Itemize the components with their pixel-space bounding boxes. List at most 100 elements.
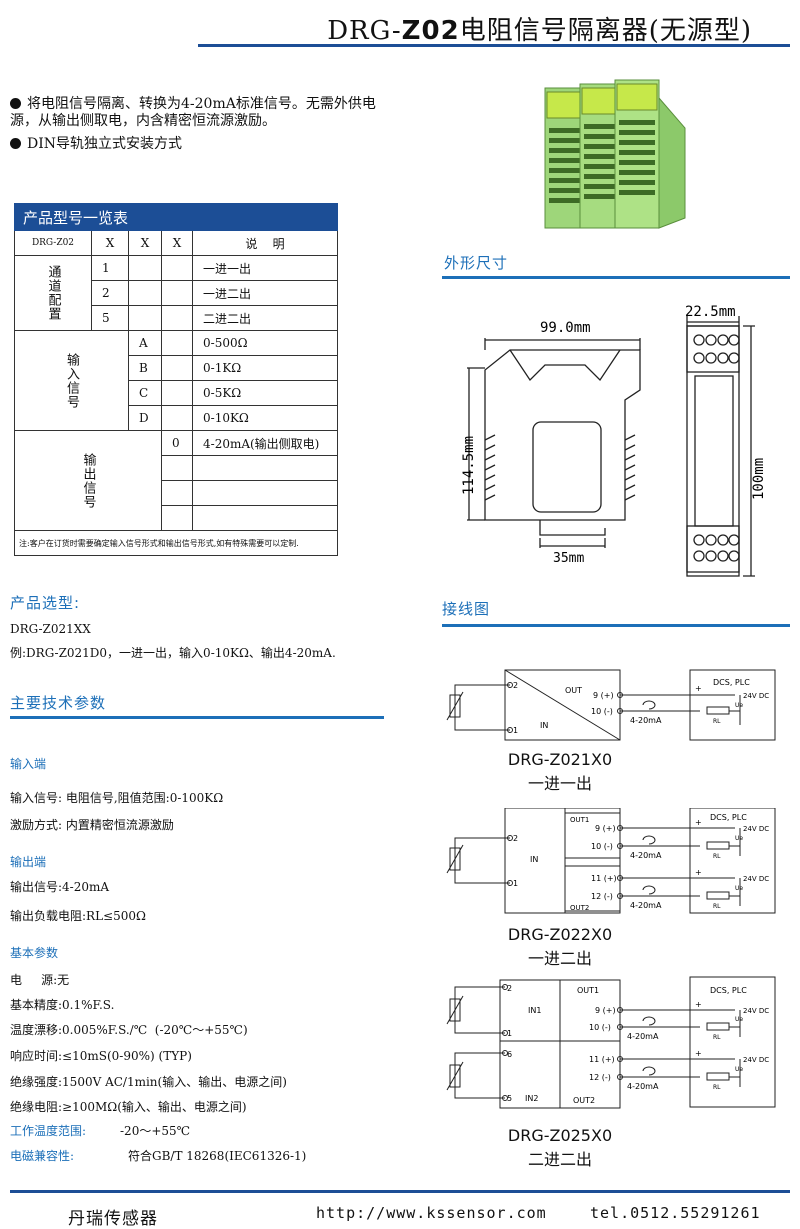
front-view bbox=[467, 338, 641, 548]
input-desc: 0-5KΩ bbox=[192, 380, 338, 406]
footer-line bbox=[10, 1190, 790, 1193]
v24-label: 24V DC bbox=[743, 825, 769, 833]
terminal-6: 6 bbox=[507, 1050, 512, 1059]
in1-label: IN1 bbox=[528, 1006, 541, 1015]
terminal-9: 9 (+) bbox=[595, 1006, 616, 1015]
in-label: IN bbox=[540, 721, 548, 730]
intro-section: 将电阻信号隔离、转换为4-20mA标准信号。无需外供电源，从输出侧取电，内含精密… bbox=[10, 96, 390, 159]
table-x: X bbox=[91, 230, 129, 256]
ue-label: Ue bbox=[735, 835, 743, 842]
out2-label: OUT2 bbox=[570, 904, 589, 912]
channel-label: 通道配置 bbox=[45, 265, 61, 321]
selection-model: DRG-Z021XX bbox=[10, 622, 91, 636]
ue-label: Ue bbox=[735, 1016, 743, 1023]
ue-label: Ue bbox=[735, 885, 743, 892]
diagram-3-desc: 二进二出 bbox=[527, 1150, 592, 1169]
ue-label: Ue bbox=[735, 702, 743, 709]
diagram-2-desc: 一进二出 bbox=[527, 949, 592, 968]
terminal-9: 9 (+) bbox=[593, 691, 614, 700]
spec-isolation: 绝缘强度:1500V AC/1min(输入、输出、电源之间) bbox=[10, 1075, 287, 1089]
out2-label: OUT2 bbox=[573, 1096, 595, 1105]
current-label: 4-20mA bbox=[627, 1082, 659, 1091]
v24-label: 24V DC bbox=[743, 692, 769, 700]
footer-web[interactable]: http://www.kssensor.com bbox=[316, 1204, 547, 1222]
v24-label: 24V DC bbox=[743, 1056, 769, 1064]
footer-company: 丹瑞传感器 bbox=[68, 1209, 158, 1229]
wiring-diagram-2: 2 1 IN OUT1 OUT2 9 (+) 10 (-) 11 (+) 12 … bbox=[446, 808, 776, 914]
spec-temp-value: -20～+55℃ bbox=[120, 1124, 191, 1138]
input-desc: 0-500Ω bbox=[192, 330, 338, 356]
v24-label: 24V DC bbox=[743, 875, 769, 883]
channel-desc: 一进一出 bbox=[192, 255, 338, 281]
ue-label: Ue bbox=[735, 1066, 743, 1073]
current-label: 4-20mA bbox=[630, 716, 662, 725]
intro-bullet-1: 将电阻信号隔离、转换为4-20mA标准信号。无需外供电源，从输出侧取电，内含精密… bbox=[10, 96, 376, 129]
output-label-cell: 输出信号 bbox=[14, 430, 162, 531]
wiring-heading: 接线图 bbox=[442, 600, 491, 618]
channel-code: 2 bbox=[91, 280, 129, 306]
diagram-1-desc: 一进一出 bbox=[527, 774, 592, 793]
table-model: DRG-Z02 bbox=[14, 230, 92, 256]
spec-accuracy: 基本精度:0.1%F.S. bbox=[10, 998, 115, 1012]
spec-response: 响应时间:≤10mS(0-90%) (TYP) bbox=[10, 1049, 192, 1063]
in-label: IN bbox=[530, 855, 538, 864]
output-label: 输出信号 bbox=[80, 452, 96, 509]
spec-emc-label: 电磁兼容性: bbox=[10, 1149, 75, 1163]
footer-tel: tel.0512.55291261 bbox=[590, 1204, 761, 1222]
terminal-5: 5 bbox=[507, 1094, 512, 1103]
terminal-11: 11 (+) bbox=[589, 1055, 615, 1064]
spec-emc-value: 符合GB/T 18268(IEC61326-1) bbox=[128, 1149, 307, 1163]
dim-height: 114.5mm bbox=[461, 436, 477, 495]
product-photo bbox=[544, 79, 686, 229]
dcs-label: DCS, PLC bbox=[710, 813, 747, 822]
terminal-9: 9 (+) bbox=[595, 824, 616, 833]
module-3 bbox=[614, 79, 686, 229]
intro-bullet-2: DIN导轨独立式安装方式 bbox=[27, 136, 183, 152]
wiring-diagram-1: 2 1 OUT IN 9 (+) 10 (-) 4-20mA DCS, PLC … bbox=[446, 669, 776, 741]
table-x: X bbox=[161, 230, 193, 256]
dim-width: 99.0mm bbox=[540, 320, 591, 336]
current-label: 4-20mA bbox=[630, 901, 662, 910]
terminal-10: 10 (-) bbox=[591, 707, 613, 716]
dcs-label: DCS, PLC bbox=[713, 678, 750, 687]
spec-power: 电 源:无 bbox=[10, 973, 70, 987]
plus-label: + bbox=[695, 868, 702, 877]
table-note: 注:客户在订货时需要确定输入信号形式和输出信号形式,如有特殊需要可以定制. bbox=[14, 530, 338, 556]
terminal-2: 2 bbox=[507, 984, 512, 993]
out1-label: OUT1 bbox=[577, 986, 599, 995]
spec-temp-label: 工作温度范围: bbox=[10, 1124, 87, 1138]
dcs-label: DCS, PLC bbox=[710, 986, 747, 995]
output-code: 0 bbox=[161, 430, 193, 456]
wiring-underline bbox=[442, 624, 790, 627]
input-desc: 0-1KΩ bbox=[192, 355, 338, 381]
input-code: B bbox=[128, 355, 162, 381]
table-desc-header: 说 明 bbox=[192, 230, 338, 256]
input-label: 输入信号 bbox=[64, 352, 79, 409]
rl-label: RL bbox=[713, 718, 721, 725]
terminal-1: 1 bbox=[513, 879, 518, 888]
table-x: X bbox=[128, 230, 162, 256]
dimensions-heading: 外形尺寸 bbox=[444, 254, 509, 272]
spec-output-signal: 输出信号:4-20mA bbox=[10, 880, 110, 894]
output-desc: 4-20mA(输出侧取电) bbox=[192, 430, 338, 456]
title-underline bbox=[198, 44, 790, 47]
dim-thickness: 22.5mm bbox=[685, 304, 736, 320]
spec-output-load: 输出负载电阻:RL≤500Ω bbox=[10, 909, 146, 923]
basic-heading: 基本参数 bbox=[10, 946, 59, 960]
spec-drift: 温度漂移:0.005%F.S./℃ (-20℃～+55℃) bbox=[10, 1023, 248, 1037]
side-view bbox=[686, 316, 755, 577]
dim-rail: 35mm bbox=[553, 551, 584, 566]
rl-label: RL bbox=[713, 903, 721, 910]
input-desc: 0-10KΩ bbox=[192, 405, 338, 431]
selection-example: 例:DRG-Z021D0，一进一出，输入0-10KΩ、输出4-20mA. bbox=[10, 646, 336, 660]
diagram-3-model: DRG-Z025X0 bbox=[507, 1126, 613, 1145]
rl-label: RL bbox=[713, 853, 721, 860]
terminal-1: 1 bbox=[513, 726, 518, 735]
diagram-2-model: DRG-Z022X0 bbox=[507, 925, 613, 944]
terminal-2: 2 bbox=[513, 834, 518, 843]
terminal-10: 10 (-) bbox=[589, 1023, 611, 1032]
terminal-11: 11 (+) bbox=[591, 874, 617, 883]
rl-label: RL bbox=[713, 1084, 721, 1091]
page-title: DRG-Z02电阻信号隔离器(无源型) bbox=[327, 16, 752, 46]
plus-label: + bbox=[695, 818, 702, 827]
